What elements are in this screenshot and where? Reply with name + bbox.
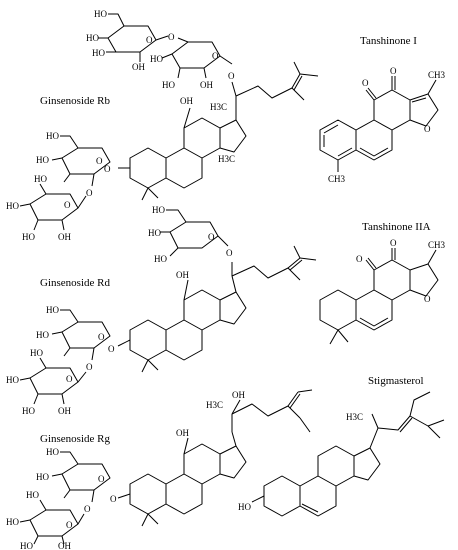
svg-text:OH: OH	[232, 390, 245, 400]
svg-text:O: O	[98, 474, 105, 484]
svg-text:O: O	[424, 294, 431, 304]
svg-text:HO: HO	[26, 490, 39, 500]
svg-text:O: O	[96, 156, 103, 166]
label-ginsenoside-rb: Ginsenoside Rb	[40, 95, 110, 107]
svg-text:HO: HO	[148, 228, 161, 238]
svg-text:O: O	[104, 164, 111, 174]
svg-text:HO: HO	[6, 517, 19, 527]
svg-text:HO: HO	[36, 330, 49, 340]
svg-text:OH: OH	[176, 428, 189, 438]
svg-text:O: O	[424, 124, 431, 134]
svg-text:O: O	[98, 332, 105, 342]
svg-text:HO: HO	[46, 447, 59, 457]
svg-text:O: O	[390, 238, 397, 248]
svg-text:HO: HO	[92, 48, 105, 58]
svg-text:O: O	[86, 362, 93, 372]
svg-text:H3C: H3C	[218, 154, 235, 164]
svg-text:O: O	[66, 374, 73, 384]
svg-text:O: O	[108, 344, 115, 354]
svg-text:H3C: H3C	[210, 102, 227, 112]
structure-tanshinone-iia: O O O CH3	[319, 238, 446, 345]
svg-text:CH3: CH3	[428, 240, 446, 250]
svg-text:HO: HO	[238, 502, 251, 512]
svg-text:OH: OH	[200, 80, 213, 90]
svg-text:HO: HO	[94, 9, 107, 19]
structure-tanshinone-i: O O O CH3 CH3	[319, 66, 446, 184]
svg-text:O: O	[168, 32, 175, 42]
label-tanshinone-i: Tanshinone I	[360, 35, 417, 47]
structure-stigmasterol: HO H3C	[238, 391, 445, 517]
svg-text:O: O	[390, 66, 397, 76]
label-ginsenoside-rg: Ginsenoside Rg	[40, 433, 110, 445]
svg-text:CH3: CH3	[428, 70, 446, 80]
svg-text:O: O	[146, 35, 153, 45]
svg-text:O: O	[228, 71, 235, 81]
svg-text:OH: OH	[58, 232, 71, 242]
svg-text:HO: HO	[30, 348, 43, 358]
label-stigmasterol: Stigmasterol	[368, 375, 424, 387]
svg-text:CH3: CH3	[328, 174, 346, 184]
structure-ginsenoside-rb: HO HO HO OH O O HO HO OH O O H3C OH O H3…	[6, 9, 319, 242]
svg-text:O: O	[212, 51, 219, 61]
svg-text:HO: HO	[36, 472, 49, 482]
svg-text:HO: HO	[22, 232, 35, 242]
svg-text:HO: HO	[162, 80, 175, 90]
svg-text:HO: HO	[36, 155, 49, 165]
svg-text:O: O	[84, 504, 91, 514]
svg-text:O: O	[64, 200, 71, 210]
structure-ginsenoside-rd: HO HO HO O O OH O HO HO O O HO HO	[6, 205, 317, 416]
label-ginsenoside-rd: Ginsenoside Rd	[40, 277, 110, 289]
label-tanshinone-iia: Tanshinone IIA	[362, 221, 431, 233]
svg-text:O: O	[226, 248, 233, 258]
svg-text:O: O	[208, 232, 215, 242]
svg-text:HO: HO	[154, 254, 167, 264]
svg-text:HO: HO	[46, 305, 59, 315]
svg-text:OH: OH	[132, 62, 145, 72]
svg-text:H3C: H3C	[346, 412, 363, 422]
structure-ginsenoside-rg: OH H3C OH O HO HO O O HO HO HO OH O	[6, 389, 313, 550]
svg-text:HO: HO	[20, 541, 33, 550]
svg-text:OH: OH	[58, 406, 71, 416]
svg-text:O: O	[362, 78, 369, 88]
svg-text:OH: OH	[176, 270, 189, 280]
svg-text:HO: HO	[86, 33, 99, 43]
svg-text:OH: OH	[180, 96, 193, 106]
svg-text:O: O	[86, 188, 93, 198]
svg-text:HO: HO	[46, 131, 59, 141]
svg-text:HO: HO	[150, 54, 163, 64]
svg-text:HO: HO	[6, 375, 19, 385]
svg-text:O: O	[356, 254, 363, 264]
svg-text:H3C: H3C	[206, 400, 223, 410]
svg-text:OH: OH	[58, 541, 71, 550]
svg-text:HO: HO	[152, 205, 165, 215]
svg-text:O: O	[66, 520, 73, 530]
svg-text:HO: HO	[22, 406, 35, 416]
svg-text:HO: HO	[34, 174, 47, 184]
svg-text:O: O	[110, 494, 117, 504]
svg-text:HO: HO	[6, 201, 19, 211]
